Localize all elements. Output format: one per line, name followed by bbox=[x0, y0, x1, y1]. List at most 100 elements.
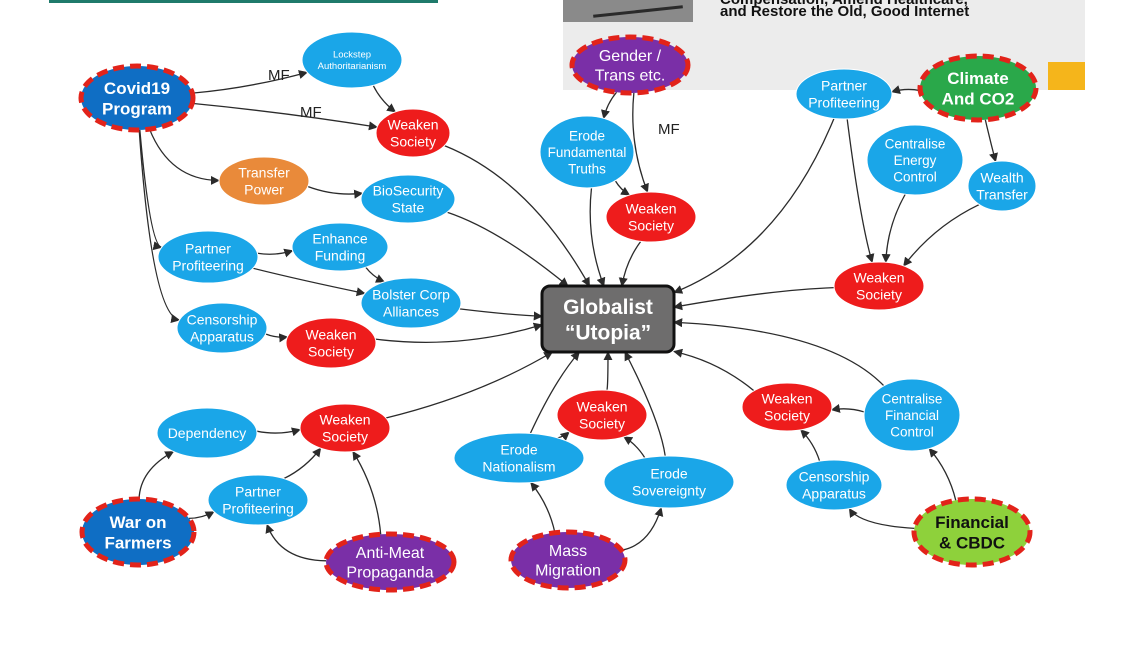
node-shape-covid bbox=[78, 63, 196, 133]
node-label-weaken-finance-line-1: Weaken bbox=[761, 391, 812, 407]
node-label-weaken-covid-line-2: Society bbox=[390, 134, 436, 150]
node-label-centralise-energy-line-1: Centralise bbox=[885, 136, 946, 151]
node-label-partner-farmers-line-2: Profiteering bbox=[222, 501, 294, 517]
node-label-weaken-migration-line-1: Weaken bbox=[576, 399, 627, 415]
edge-label-covid-to-weaken_covid: MF bbox=[300, 104, 322, 121]
node-label-gender-line-2: Trans etc. bbox=[595, 68, 666, 85]
node-label-censorship-covid-line-2: Apparatus bbox=[190, 329, 254, 345]
accent-block bbox=[1048, 62, 1085, 90]
node-shape-weaken-covid bbox=[375, 108, 451, 158]
node-shape-erode-nationalism bbox=[453, 432, 585, 484]
node-label-centralise-financial-line-3: Control bbox=[890, 424, 934, 439]
node-label-enhance-funding-line-1: Enhance bbox=[312, 231, 367, 247]
node-shape-climate bbox=[917, 53, 1039, 123]
edge-erode_sovereignty-to-hub bbox=[624, 351, 666, 457]
edge-transfer_power-to-biosecurity bbox=[307, 185, 364, 199]
article-thumbnail[interactable] bbox=[563, 0, 693, 22]
edge-antimeat-to-partner_farmers bbox=[265, 523, 327, 562]
node-financial: Financial& CBDC bbox=[911, 496, 1033, 568]
node-label-partner-farmers-line-1: Partner bbox=[235, 484, 281, 500]
node-label-migration-line-2: Migration bbox=[535, 563, 601, 580]
edge-partner_climate-to-weaken_climate bbox=[846, 118, 875, 264]
node-label-biosecurity-line-2: State bbox=[392, 200, 425, 216]
node-label-antimeat-line-2: Propaganda bbox=[346, 565, 433, 582]
node-label-financial-line-2: & CBDC bbox=[939, 533, 1005, 552]
node-shape-erode-sovereignty bbox=[603, 455, 735, 509]
edge-weaken_censorship-to-hub bbox=[375, 322, 543, 343]
edge-weaken_migration-to-hub bbox=[603, 351, 613, 391]
node-shape-weaken-climate bbox=[833, 261, 925, 311]
edge-bolster-to-hub bbox=[459, 308, 543, 321]
node-label-erode-truths-line-2: Fundamental bbox=[548, 145, 627, 160]
node-label-lockstep-line-2: Authoritarianism bbox=[318, 61, 387, 72]
edge-antimeat-to-weaken_farmers bbox=[352, 450, 382, 535]
edge-wealth_transfer-to-weaken_climate bbox=[903, 203, 980, 267]
node-shape-transfer-power bbox=[218, 156, 310, 206]
node-label-biosecurity-line-1: BioSecurity bbox=[373, 183, 444, 199]
node-shape-partner-covid bbox=[157, 230, 259, 284]
edge-partner_covid-to-bolster bbox=[252, 267, 366, 297]
node-label-transfer-power-line-1: Transfer bbox=[238, 165, 290, 181]
edge-label-covid-to-lockstep: MF bbox=[268, 67, 290, 84]
node-shape-erode-truths bbox=[539, 115, 635, 189]
node-shape-weaken-gender bbox=[605, 191, 697, 243]
node-shape-enhance-funding bbox=[291, 222, 389, 272]
headline-cut-line: Compensation, Amend Healthcare, bbox=[720, 0, 968, 8]
node-label-bolster-line-1: Bolster Corp bbox=[372, 287, 450, 303]
node-label-financial-line-1: Financial bbox=[935, 513, 1009, 532]
node-label-weaken-climate-line-2: Society bbox=[856, 287, 902, 303]
node-label-weaken-censorship-line-1: Weaken bbox=[305, 327, 356, 343]
edge-erode_nationalism-to-hub bbox=[529, 351, 580, 434]
node-dependency: Dependency bbox=[156, 407, 258, 459]
edge-centralise_energy-to-weaken_climate bbox=[881, 193, 906, 264]
node-label-weaken-gender-line-2: Society bbox=[628, 218, 674, 234]
node-label-lockstep-line-1: Lockstep bbox=[333, 50, 371, 61]
edge-partner_covid-to-enhance_funding bbox=[257, 248, 294, 258]
edge-dependency-to-weaken_farmers bbox=[256, 427, 301, 437]
node-gender: Gender /Trans etc. bbox=[569, 34, 691, 96]
node-shape-weaken-censorship bbox=[285, 317, 377, 369]
node-shape-weaken-finance bbox=[741, 382, 833, 432]
node-shape-wealth-transfer bbox=[967, 160, 1037, 212]
node-label-wealth-transfer-line-2: Transfer bbox=[976, 187, 1028, 203]
node-label-erode-sovereignty-line-2: Sovereignty bbox=[632, 483, 706, 499]
node-label-censorship-finance-line-2: Apparatus bbox=[802, 486, 866, 502]
edge-erode_truths-to-hub bbox=[589, 187, 606, 287]
edge-financial-to-centralise_financial bbox=[928, 447, 957, 501]
node-shape-centralise-energy bbox=[866, 124, 964, 196]
headline-line: and Restore the Old, Good Internet bbox=[720, 3, 970, 20]
node-shape-partner-climate bbox=[795, 68, 893, 120]
edge-covid-to-weaken_covid bbox=[192, 102, 379, 131]
article-headline[interactable]: Compensation, Amend Healthcare, and Rest… bbox=[720, 0, 1060, 20]
edge-weaken_finance-to-hub bbox=[673, 348, 755, 392]
node-shape-censorship-covid bbox=[176, 302, 268, 354]
node-label-climate-line-2: And CO2 bbox=[942, 89, 1015, 108]
node-hub: Globalist“Utopia” bbox=[540, 284, 676, 354]
node-shape-partner-farmers bbox=[207, 474, 309, 526]
node-label-erode-sovereignty-line-1: Erode bbox=[650, 466, 688, 482]
edge-biosecurity-to-hub bbox=[447, 211, 569, 287]
edge-financial-to-censorship_finance bbox=[848, 507, 915, 530]
node-shape-censorship-finance bbox=[785, 459, 883, 511]
node-shape-migration bbox=[508, 529, 628, 591]
node-shape-weaken-migration bbox=[556, 389, 648, 441]
node-label-censorship-covid-line-1: Censorship bbox=[187, 312, 258, 328]
